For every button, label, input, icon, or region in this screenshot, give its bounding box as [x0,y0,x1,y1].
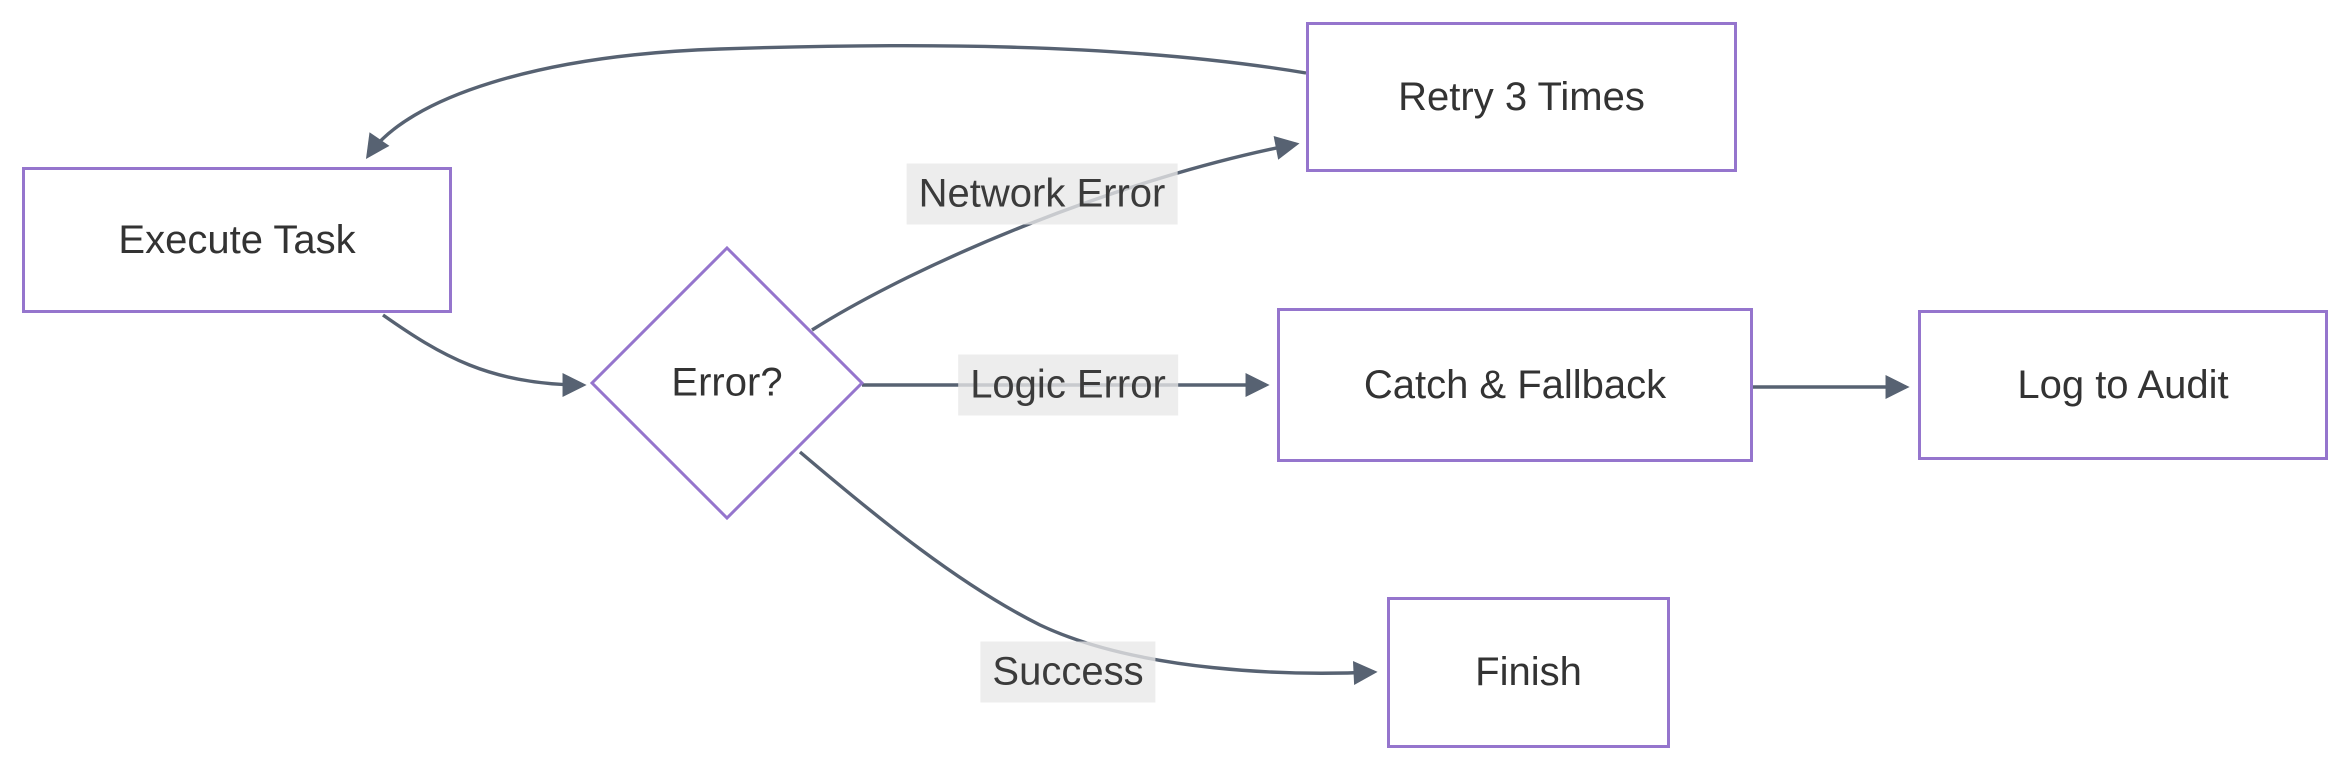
edge-execute-to-error [382,313,587,398]
node-catch-fallback-label: Catch & Fallback [1363,362,1667,407]
edge-label-success: Success [980,641,1156,703]
node-log-to-audit-label: Log to Audit [2017,362,2229,407]
node-finish-label: Finish [1475,650,1582,694]
node-catch-fallback: Catch & Fallback [1277,308,1753,462]
node-finish: Finish [1387,597,1670,748]
node-execute-task: Execute Task [22,167,452,313]
node-retry-3-times: Retry 3 Times [1306,22,1737,172]
decision-node-error-shape [589,245,865,521]
node-error-label: Error? [671,360,783,405]
node-log-to-audit: Log to Audit [1918,310,2328,460]
node-retry-3-times-label: Retry 3 Times [1398,74,1645,119]
edge-error-to-finish [798,450,1378,685]
edge-label-network-error: Network Error [906,163,1178,225]
edge-label-logic-error: Logic Error [958,354,1178,416]
node-execute-task-label: Execute Task [118,217,356,262]
edge-retry-to-execute [365,43,1307,159]
